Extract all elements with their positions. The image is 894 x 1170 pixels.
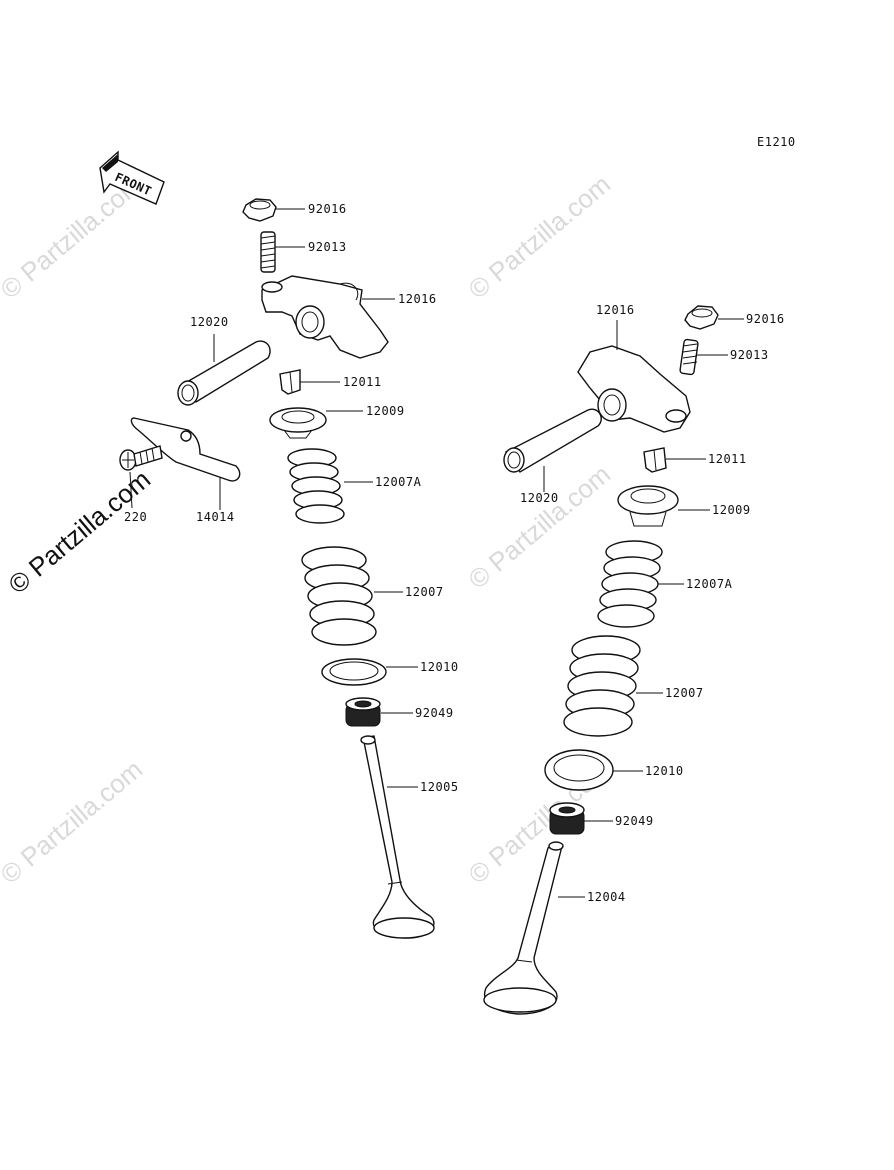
- right-label-12011: 12011: [708, 452, 747, 466]
- bolt-icon: [119, 445, 163, 471]
- rocker-arm-icon: [577, 345, 691, 433]
- valve-icon: [360, 735, 435, 939]
- right-assembly: 12016 92016 92013 12011 12020: [483, 303, 785, 1015]
- right-label-12004: 12004: [587, 890, 626, 904]
- left-label-12010: 12010: [420, 660, 459, 674]
- left-label-12007: 12007: [405, 585, 444, 599]
- left-label-92016: 92016: [308, 202, 347, 216]
- right-label-92016: 92016: [746, 312, 785, 326]
- left-label-92013: 92013: [308, 240, 347, 254]
- right-label-12016: 12016: [596, 303, 635, 317]
- right-label-92049: 92049: [615, 814, 654, 828]
- left-label-12016: 12016: [398, 292, 437, 306]
- left-label-12009: 12009: [366, 404, 405, 418]
- right-label-12007A: 12007A: [686, 577, 733, 591]
- retainer-icon: [617, 485, 679, 527]
- left-label-12020: 12020: [190, 315, 229, 329]
- right-label-92013: 92013: [730, 348, 769, 362]
- stem-seal-icon: [345, 697, 381, 727]
- left-assembly: 92016 92013 12016 12020: [119, 198, 459, 939]
- spring-seat-icon: [544, 749, 614, 791]
- spring-seat-icon: [321, 658, 387, 686]
- rocker-shaft-icon: [177, 340, 271, 406]
- left-label-92049: 92049: [415, 706, 454, 720]
- outer-spring-icon: [301, 546, 377, 646]
- plate-icon: [130, 417, 241, 482]
- watermarks: © Partzilla.com © Partzilla.com © Partzi…: [0, 169, 616, 890]
- right-label-12020: 12020: [520, 491, 559, 505]
- left-label-14014: 14014: [196, 510, 235, 524]
- right-label-12010: 12010: [645, 764, 684, 778]
- adjuster-screw-icon: [679, 338, 699, 376]
- diagram-code: E1210: [757, 135, 796, 149]
- collet-icon: [279, 369, 301, 395]
- adjuster-screw-icon: [260, 231, 276, 273]
- retainer-icon: [269, 407, 327, 439]
- rocker-arm-icon: [261, 275, 389, 359]
- stem-seal-icon: [549, 802, 585, 835]
- watermark-strong: © Partzilla.com: [3, 464, 156, 600]
- inner-spring-icon: [597, 540, 663, 628]
- right-label-12009: 12009: [712, 503, 751, 517]
- rocker-shaft-icon: [503, 408, 602, 473]
- left-label-220: 220: [124, 510, 147, 524]
- right-label-12007: 12007: [665, 686, 704, 700]
- watermark: © Partzilla.com: [463, 169, 616, 305]
- inner-spring-icon: [287, 448, 345, 524]
- nut-icon: [684, 305, 719, 330]
- outer-spring-icon: [563, 635, 641, 737]
- watermark: © Partzilla.com: [463, 459, 616, 595]
- valve-icon: [483, 841, 564, 1015]
- left-label-12011: 12011: [343, 375, 382, 389]
- nut-icon: [242, 198, 277, 222]
- left-label-12005: 12005: [420, 780, 459, 794]
- left-label-12007A: 12007A: [375, 475, 422, 489]
- collet-icon: [643, 447, 667, 473]
- watermark: © Partzilla.com: [0, 754, 148, 890]
